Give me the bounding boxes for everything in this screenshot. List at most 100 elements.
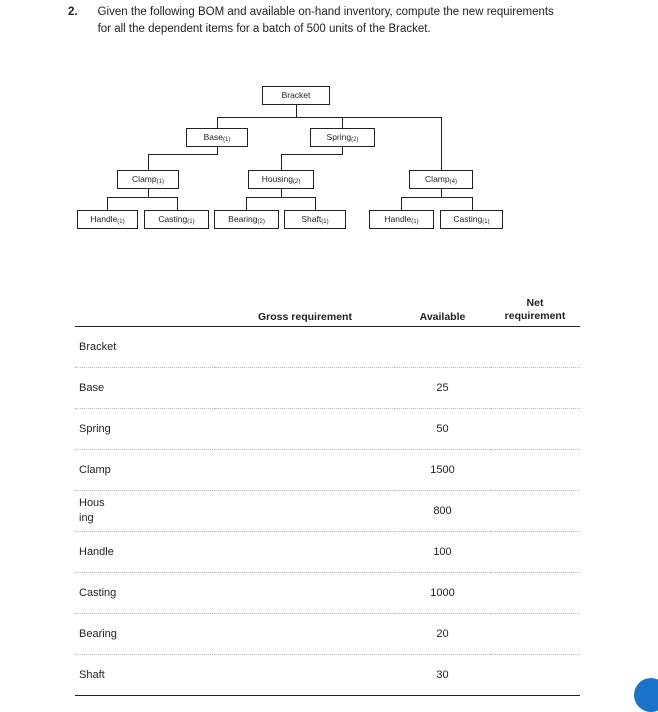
cell-gross[interactable] (215, 326, 395, 369)
cell-available: 1500 (395, 449, 490, 492)
cell-item-text: Housing (79, 497, 105, 525)
connector (107, 197, 108, 210)
table-row: Handle 100 (75, 531, 580, 574)
cell-gross[interactable] (215, 531, 395, 574)
cell-gross[interactable] (215, 654, 395, 697)
scroll-indicator-dot[interactable] (634, 678, 658, 712)
connector (217, 147, 218, 154)
connector (472, 197, 473, 210)
connector (148, 154, 218, 155)
table-row: Shaft 30 (75, 654, 580, 697)
cell-available: 1000 (395, 572, 490, 615)
cell-net[interactable] (490, 572, 580, 615)
connector (441, 117, 442, 170)
cell-item: Bracket (75, 326, 215, 369)
cell-net[interactable] (490, 408, 580, 451)
connector (148, 154, 149, 170)
bom-diagram: Bracket Base(1) Spring(2) Clamp(1) Housi… (0, 78, 658, 243)
bom-node-qty: (1) (156, 178, 164, 185)
column-header-item (75, 297, 215, 328)
table-row: Housing 800 (75, 490, 580, 533)
bom-node-base: Base(1) (186, 128, 248, 147)
cell-net[interactable] (490, 654, 580, 697)
column-header-net: Net requirement (490, 297, 580, 328)
bom-node-label: Shaft (301, 214, 322, 225)
bom-node-clamp-2: Clamp(4) (409, 170, 473, 189)
bom-node-shaft: Shaft(1) (284, 210, 346, 229)
connector (342, 147, 343, 154)
connector (148, 189, 149, 197)
table-row: Base 25 (75, 367, 580, 410)
cell-item: Handle (75, 531, 215, 574)
cell-available: 30 (395, 654, 490, 697)
bom-node-label: Casting (158, 214, 188, 225)
bom-node-qty: (1) (117, 218, 125, 225)
cell-gross[interactable] (215, 490, 395, 533)
bom-node-handle-1: Handle(1) (77, 210, 138, 229)
cell-available: 100 (395, 531, 490, 574)
bom-node-qty: (4) (449, 178, 457, 185)
cell-item: Shaft (75, 654, 215, 697)
cell-gross[interactable] (215, 449, 395, 492)
bom-node-label: Housing (261, 174, 293, 185)
cell-item: Housing (75, 490, 215, 533)
cell-item: Bearing (75, 613, 215, 656)
cell-gross[interactable] (215, 613, 395, 656)
bom-node-label: Casting (453, 214, 483, 225)
table-row: Clamp 1500 (75, 449, 580, 492)
cell-net[interactable] (490, 613, 580, 656)
table-row: Bracket (75, 326, 580, 369)
cell-net[interactable] (490, 367, 580, 410)
bom-node-handle-2: Handle(1) (369, 210, 434, 229)
connector (342, 117, 343, 128)
bom-node-qty: (2) (257, 218, 265, 225)
bom-node-spring: Spring(2) (310, 128, 375, 147)
bom-node-label: Handle (90, 214, 118, 225)
requirements-table: Gross requirement Available Net requirem… (75, 297, 580, 697)
bom-node-casting-1: Casting(1) (144, 210, 209, 229)
question-text: Given the following BOM and available on… (97, 6, 554, 35)
bom-node-qty: (1) (321, 218, 329, 225)
table-row: Spring 50 (75, 408, 580, 451)
cell-gross[interactable] (215, 572, 395, 615)
connector (281, 154, 282, 170)
cell-available: 25 (395, 367, 490, 410)
cell-net[interactable] (490, 531, 580, 574)
cell-available: 20 (395, 613, 490, 656)
net-line-1: Net (526, 297, 544, 309)
bom-node-qty: (1) (482, 218, 490, 225)
cell-net[interactable] (490, 326, 580, 369)
connector (401, 197, 472, 198)
bom-node-qty: (1) (187, 218, 195, 225)
connector (441, 189, 442, 197)
bom-node-casting-2: Casting(1) (440, 210, 503, 229)
question-block: 2. Given the following BOM and available… (68, 4, 568, 37)
connector (217, 117, 442, 118)
bom-node-bracket: Bracket (262, 86, 330, 105)
connector (177, 197, 178, 210)
connector (281, 189, 282, 197)
table-body: Bracket Base 25 Spring 50 Clamp 1500 (75, 326, 580, 697)
table-row: Casting 1000 (75, 572, 580, 615)
table-header-row: Gross requirement Available Net requirem… (75, 297, 580, 328)
bom-node-label: Spring (326, 132, 352, 143)
bom-node-label: Clamp (132, 174, 157, 185)
bom-node-qty: (2) (351, 136, 359, 143)
connector (107, 197, 177, 198)
cell-gross[interactable] (215, 408, 395, 451)
bom-node-qty: (1) (411, 218, 419, 225)
bom-node-clamp-1: Clamp(1) (117, 170, 179, 189)
column-header-gross: Gross requirement (215, 297, 395, 328)
cell-net[interactable] (490, 449, 580, 492)
connector (401, 197, 402, 210)
cell-available (395, 326, 490, 369)
bom-node-housing: Housing(2) (248, 170, 314, 189)
cell-available: 50 (395, 408, 490, 451)
connector (246, 197, 247, 210)
column-header-available: Available (395, 297, 490, 328)
cell-net[interactable] (490, 490, 580, 533)
cell-gross[interactable] (215, 367, 395, 410)
bom-node-qty: (1) (223, 136, 231, 143)
net-line-2: requirement (504, 310, 566, 323)
bom-node-label: Bracket (281, 90, 311, 101)
